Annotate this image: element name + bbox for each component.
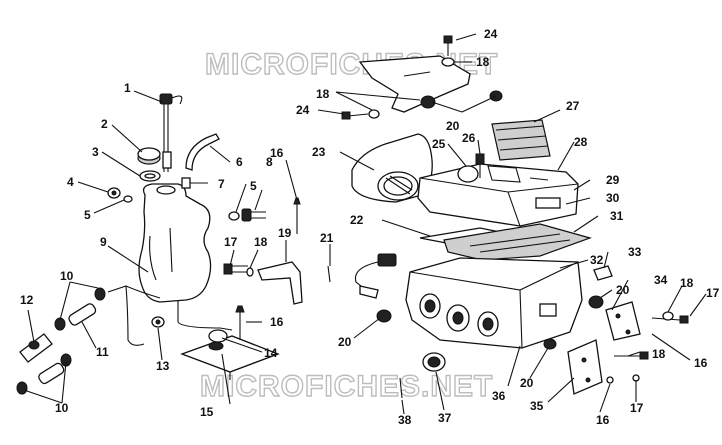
fuel-filter-part	[38, 303, 97, 385]
filter-element-part	[443, 223, 592, 261]
tank-mount-grommet-part	[208, 329, 228, 343]
callout-20d: 20	[616, 283, 630, 297]
clamp-25-part	[457, 165, 479, 183]
callout-4: 4	[67, 175, 74, 189]
callout-9: 9	[100, 235, 107, 249]
callout-10b: 10	[55, 401, 69, 415]
callout-24b: 24	[296, 103, 310, 117]
screw-16-mid	[293, 197, 301, 234]
bolt-24-top	[443, 35, 453, 56]
clip-33-part	[593, 265, 613, 281]
callout-15: 15	[200, 405, 214, 419]
callout-20a: 20	[446, 119, 460, 133]
callout-25: 25	[432, 137, 446, 151]
callout-31: 31	[610, 209, 624, 223]
callout-8: 8	[266, 155, 273, 169]
primer-bulb-part	[19, 333, 53, 363]
screw-16-left	[235, 305, 245, 340]
callout-17a: 17	[224, 235, 238, 249]
callout-18c: 18	[476, 55, 490, 69]
callout-16b: 16	[270, 315, 284, 329]
callout-24a: 24	[484, 27, 498, 41]
callout-13: 13	[156, 359, 170, 373]
callout-11: 11	[96, 345, 109, 359]
hose-clamp-part	[16, 287, 106, 395]
callout-18e: 18	[652, 347, 666, 361]
callout-2: 2	[101, 117, 108, 131]
callout-labels: 1 2 3 4 5 5 6 7 8 9 10 10 11 12 13 14 15…	[20, 27, 720, 427]
callout-5a: 5	[84, 208, 91, 222]
callout-34: 34	[654, 273, 668, 287]
fuel-line-part	[107, 285, 233, 346]
filter-foam-part	[491, 119, 551, 161]
screw-right-parts	[327, 265, 689, 399]
callout-3: 3	[92, 145, 99, 159]
watermark-bottom: MICROFICHES.NET	[200, 370, 493, 403]
callout-27: 27	[566, 99, 580, 113]
bracket-19-part	[257, 261, 303, 305]
callout-18d: 18	[680, 276, 694, 290]
drain-boot-37-part	[422, 352, 446, 372]
fuel-gauge-sender-part	[159, 93, 183, 172]
tank-bolt-part	[241, 208, 266, 222]
callout-10a: 10	[60, 269, 74, 283]
callout-20b: 20	[338, 335, 352, 349]
grommet-part	[107, 187, 121, 199]
intake-duct-part	[351, 133, 433, 203]
callout-12: 12	[20, 293, 34, 307]
grommet-20-lower	[376, 295, 604, 350]
bolt-17-part	[223, 263, 254, 277]
callout-18b: 18	[316, 87, 330, 101]
washer-18-top	[441, 57, 455, 67]
callout-33: 33	[628, 245, 642, 259]
tank-grommet-bottom-part	[151, 316, 165, 328]
callout-26: 26	[462, 131, 476, 145]
callout-16d: 16	[596, 413, 610, 427]
callout-32: 32	[590, 253, 604, 267]
callout-36: 36	[492, 389, 506, 403]
callout-23: 23	[312, 145, 326, 159]
callout-20c: 20	[520, 376, 534, 390]
callout-19: 19	[278, 226, 292, 240]
callout-5b: 5	[250, 179, 257, 193]
callout-21: 21	[320, 231, 334, 245]
sensor-21-part	[354, 253, 397, 299]
callout-28: 28	[574, 135, 588, 149]
bracket-35-part	[567, 339, 603, 395]
airbox-base-part	[405, 257, 583, 349]
callout-16c: 16	[694, 356, 708, 370]
callout-37: 37	[438, 411, 452, 425]
callout-30: 30	[606, 191, 620, 205]
airbox-lid-part	[417, 163, 579, 227]
fuel-tank-part	[138, 183, 212, 303]
callout-38: 38	[398, 413, 412, 427]
callout-17c: 17	[630, 401, 644, 415]
vent-hose-part	[185, 133, 220, 171]
callout-29: 29	[606, 173, 620, 187]
callout-35: 35	[530, 399, 544, 413]
callout-18a: 18	[254, 235, 268, 249]
callout-6: 6	[236, 155, 243, 169]
callout-22: 22	[350, 213, 364, 227]
callout-16a: 16	[270, 146, 284, 160]
callout-1: 1	[124, 81, 131, 95]
callout-17b: 17	[706, 286, 720, 300]
cap-gasket-part	[139, 170, 161, 182]
fuel-cap-part	[137, 147, 161, 165]
bolt-24-left	[341, 109, 380, 120]
callout-7: 7	[218, 177, 225, 191]
callout-14: 14	[264, 346, 278, 360]
bracket-34-part	[605, 301, 641, 341]
vent-fitting-part	[181, 177, 191, 189]
washer-part	[123, 195, 240, 221]
